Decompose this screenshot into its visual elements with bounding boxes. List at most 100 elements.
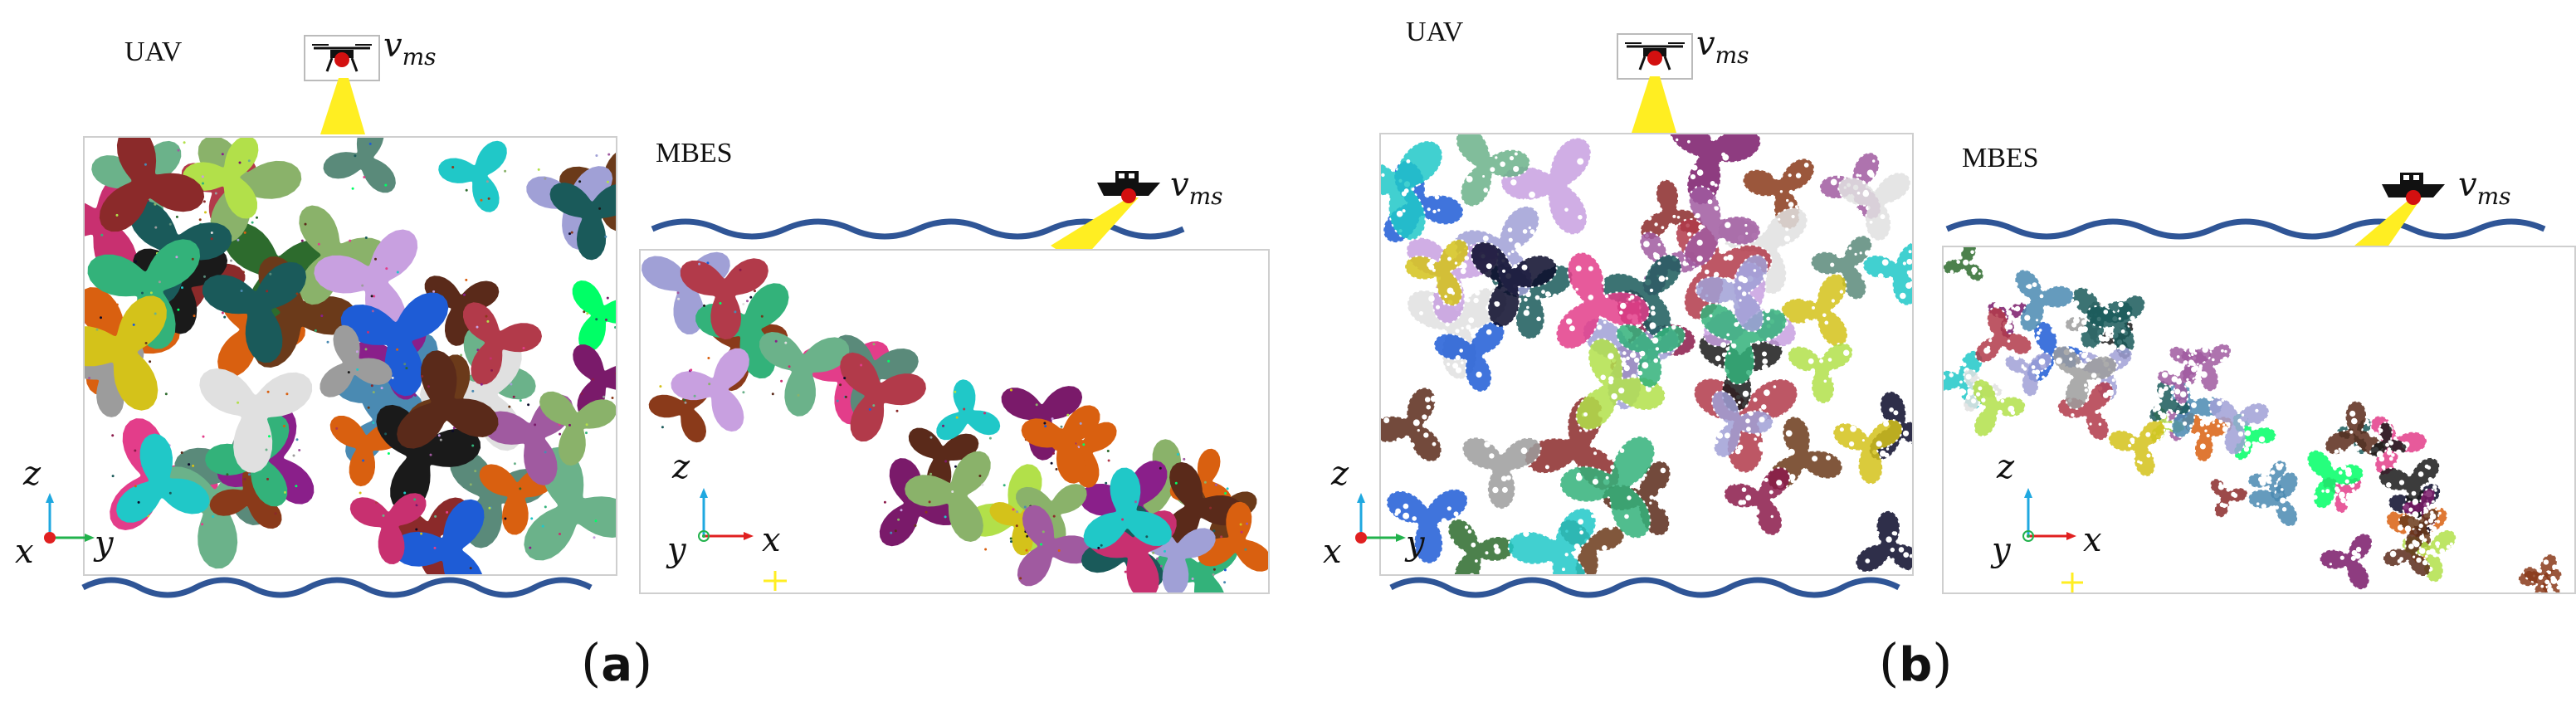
point-speckle xyxy=(2038,358,2046,365)
point-speckle xyxy=(593,536,596,539)
point-speckle xyxy=(1212,568,1216,571)
point-speckle xyxy=(1976,392,1981,397)
point-speckle xyxy=(1381,207,1383,213)
segment-blob xyxy=(1017,505,1094,587)
point-speckle xyxy=(266,477,269,480)
point-speckle xyxy=(1396,210,1403,217)
point-speckle xyxy=(1520,478,1524,481)
point-speckle xyxy=(2395,427,2400,431)
point-speckle xyxy=(2171,376,2178,383)
point-speckle xyxy=(1723,256,1729,261)
point-speckle xyxy=(2408,544,2414,549)
point-speckle xyxy=(928,500,931,504)
point-speckle xyxy=(512,395,515,398)
point-speckle xyxy=(298,449,301,451)
point-speckle xyxy=(2227,505,2232,511)
point-speckle xyxy=(2152,443,2158,449)
point-speckle xyxy=(1435,305,1441,310)
point-speckle xyxy=(1753,509,1760,515)
point-speckle xyxy=(1003,484,1006,487)
point-speckle xyxy=(1106,450,1110,452)
segment-blob xyxy=(1447,518,1515,574)
point-speckle xyxy=(1394,512,1399,516)
point-speckle xyxy=(1482,235,1489,241)
point-speckle xyxy=(1710,181,1715,186)
point-speckle xyxy=(95,328,99,331)
point-speckle xyxy=(2232,500,2237,505)
point-speckle xyxy=(1727,254,1734,261)
point-speckle xyxy=(1671,324,1676,330)
point-speckle xyxy=(1513,264,1518,269)
point-speckle xyxy=(559,533,561,535)
point-speckle xyxy=(2222,358,2226,363)
point-speckle xyxy=(1134,500,1137,504)
point-speckle xyxy=(335,427,339,430)
point-speckle xyxy=(314,329,317,332)
point-speckle xyxy=(1696,169,1704,176)
point-speckle xyxy=(1909,280,1912,287)
point-speckle xyxy=(1734,481,1739,485)
point-speckle xyxy=(1859,251,1862,255)
point-speckle xyxy=(1530,147,1534,151)
point-speckle xyxy=(2217,401,2222,407)
point-speckle xyxy=(1593,451,1598,456)
point-speckle xyxy=(586,312,589,315)
point-speckle xyxy=(1786,198,1789,202)
point-speckle xyxy=(1540,197,1548,203)
uav-velocity-label: vms xyxy=(1696,25,1749,69)
point-speckle xyxy=(1628,298,1632,301)
point-speckle xyxy=(2413,555,2416,558)
point-speckle xyxy=(192,464,195,467)
point-speckle xyxy=(154,202,157,206)
point-speckle xyxy=(1481,283,1487,289)
segment-blob xyxy=(1198,501,1268,572)
point-speckle xyxy=(2448,551,2455,558)
segment-blob xyxy=(397,350,499,449)
point-speckle xyxy=(1788,189,1793,194)
point-speckle xyxy=(1832,379,1835,383)
mbes-z-axis-label: z xyxy=(672,448,690,486)
point-speckle xyxy=(2424,520,2428,524)
point-speckle xyxy=(1399,442,1403,446)
point-speckle xyxy=(1444,295,1447,299)
point-speckle xyxy=(1752,390,1755,393)
point-speckle xyxy=(1579,530,1583,535)
point-speckle xyxy=(746,300,749,303)
point-speckle xyxy=(1464,525,1469,529)
point-speckle xyxy=(373,295,376,298)
point-speckle xyxy=(1657,488,1665,495)
point-speckle xyxy=(1978,272,1981,275)
point-speckle xyxy=(452,427,456,430)
point-speckle xyxy=(1673,318,1676,321)
point-speckle xyxy=(1487,283,1495,290)
segment-blob xyxy=(2369,421,2408,458)
segment-blob xyxy=(1507,507,1597,574)
point-speckle xyxy=(1052,514,1056,518)
point-speckle xyxy=(2079,417,2086,424)
point-speckle xyxy=(134,485,137,488)
segment-blob xyxy=(323,138,396,193)
segment-blob xyxy=(99,138,205,232)
segment-blob xyxy=(1381,387,1442,463)
point-speckle xyxy=(1893,531,1898,536)
point-speckle xyxy=(1124,570,1127,573)
point-speckle xyxy=(2123,377,2128,382)
point-speckle xyxy=(1764,477,1769,482)
segment-blob xyxy=(314,229,418,338)
point-speckle xyxy=(742,303,745,305)
point-speckle xyxy=(1174,481,1178,485)
point-speckle xyxy=(433,546,437,549)
point-speckle xyxy=(519,399,522,402)
point-speckle xyxy=(1587,381,1592,386)
point-speckle xyxy=(1970,250,1974,255)
point-speckle xyxy=(1669,312,1676,319)
point-speckle xyxy=(243,231,246,234)
point-speckle xyxy=(1575,287,1578,291)
point-speckle xyxy=(2419,534,2425,541)
point-speckle xyxy=(1606,561,1612,567)
point-speckle xyxy=(1467,529,1472,534)
point-speckle xyxy=(144,163,147,166)
point-speckle xyxy=(1052,451,1055,455)
point-speckle xyxy=(1606,425,1610,428)
point-speckle xyxy=(2009,350,2016,357)
